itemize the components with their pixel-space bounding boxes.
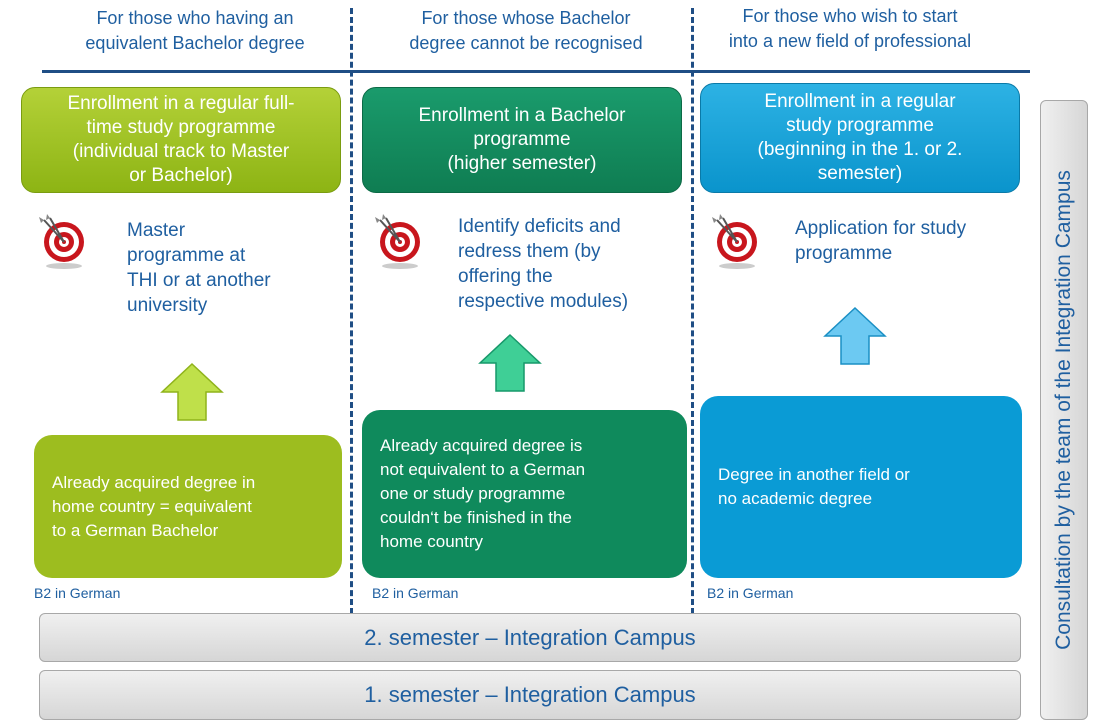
target-icon (711, 214, 758, 270)
column-3-header: For those who wish to start into a new f… (728, 6, 972, 51)
consultation-label: Consultation by the team of the Integrat… (1052, 170, 1075, 650)
column-1-language-requirement: B2 in German (34, 585, 121, 601)
column-3-language-requirement: B2 in German (707, 585, 794, 601)
column-1-header: For those who having an equivalent Bache… (85, 8, 305, 53)
target-icon (38, 214, 85, 270)
column-3-bottom-box: Degree in another field or no academic d… (700, 396, 1022, 578)
column-3-goal: Application for study programme (795, 218, 967, 264)
column-1-bottom-box: Already acquired degree in home country … (34, 435, 342, 578)
first-semester-bar: 1. semester – Integration Campus (39, 670, 1021, 720)
column-2-language-requirement: B2 in German (372, 585, 459, 601)
column-2-top-box: Enrollment in a Bachelor programme (high… (362, 87, 682, 193)
column-2-bottom-box: Already acquired degree is not equivalen… (362, 410, 687, 578)
column-divider-2 (691, 8, 694, 614)
column-2-header: For those whose Bachelor degree cannot b… (409, 8, 643, 53)
column-2-goal: Identify deficits and redress them (by o… (458, 216, 629, 312)
header-divider (42, 70, 1030, 73)
column-divider-1 (350, 8, 353, 614)
column-1-top-box: Enrollment in a regular full- time study… (21, 87, 341, 193)
consultation-side-bar: Consultation by the team of the Integrat… (1040, 100, 1088, 720)
column-1-goal: Master programme at THI or at another un… (127, 220, 271, 316)
target-icon (374, 214, 421, 270)
up-arrow-icon (478, 333, 542, 392)
column-3-top-box: Enrollment in a regular study programme … (700, 83, 1020, 193)
second-semester-bar: 2. semester – Integration Campus (39, 613, 1021, 662)
up-arrow-icon (160, 362, 224, 421)
up-arrow-icon (823, 306, 887, 365)
